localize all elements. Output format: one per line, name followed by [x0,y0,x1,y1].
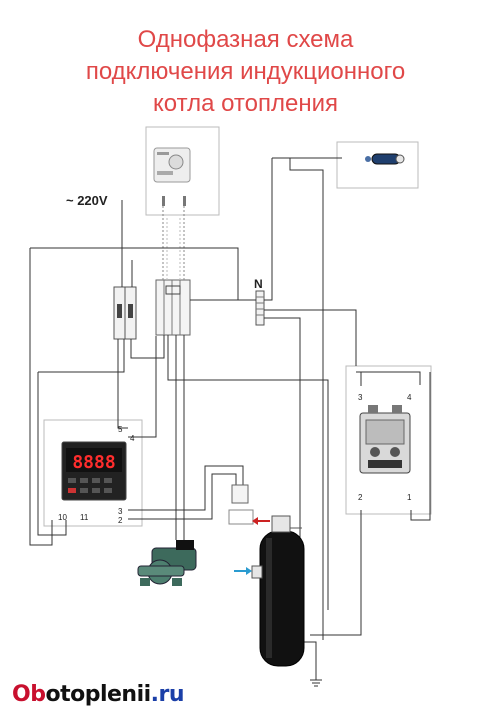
hot-water-arrow-icon [252,517,270,525]
title-line-3: котла отопления [153,90,338,117]
controller-terminal-4: 4 [130,434,135,443]
site-watermark: Obotoplenii.ru [12,682,185,707]
temperature-controller-icon: 8888 [43,419,143,527]
cold-water-arrow-icon [234,567,252,575]
induction-boiler-icon [251,515,305,667]
solid-state-relay-icon [345,365,432,515]
title-line-1: Однофазная схема [137,26,354,53]
relay-terminal-1: 1 [407,493,412,502]
relay-terminal-4: 4 [407,393,412,402]
relay-terminal-3: 3 [358,393,363,402]
controller-terminal-10: 10 [58,513,67,522]
controller-terminal-5: 5 [118,425,123,434]
controller-terminal-2: 2 [118,516,123,525]
circulation-pump-icon [137,540,197,586]
neutral-bus [255,290,265,326]
temperature-sensor-icon [336,141,419,189]
relay-terminal-2: 2 [358,493,363,502]
boiler-sensor-block [228,484,254,525]
terminal-block [155,279,191,336]
circuit-breaker [113,286,137,340]
title-line-2: подключения индукционного [85,58,406,85]
controller-terminal-11: 11 [80,513,89,522]
voltage-label: ~ 220V [66,193,108,208]
neutral-label: N [254,277,263,291]
ground-icon [310,679,322,687]
controller-display: 8888 [72,452,115,473]
controller-terminal-3: 3 [118,507,123,516]
room-thermostat-icon [145,126,220,216]
